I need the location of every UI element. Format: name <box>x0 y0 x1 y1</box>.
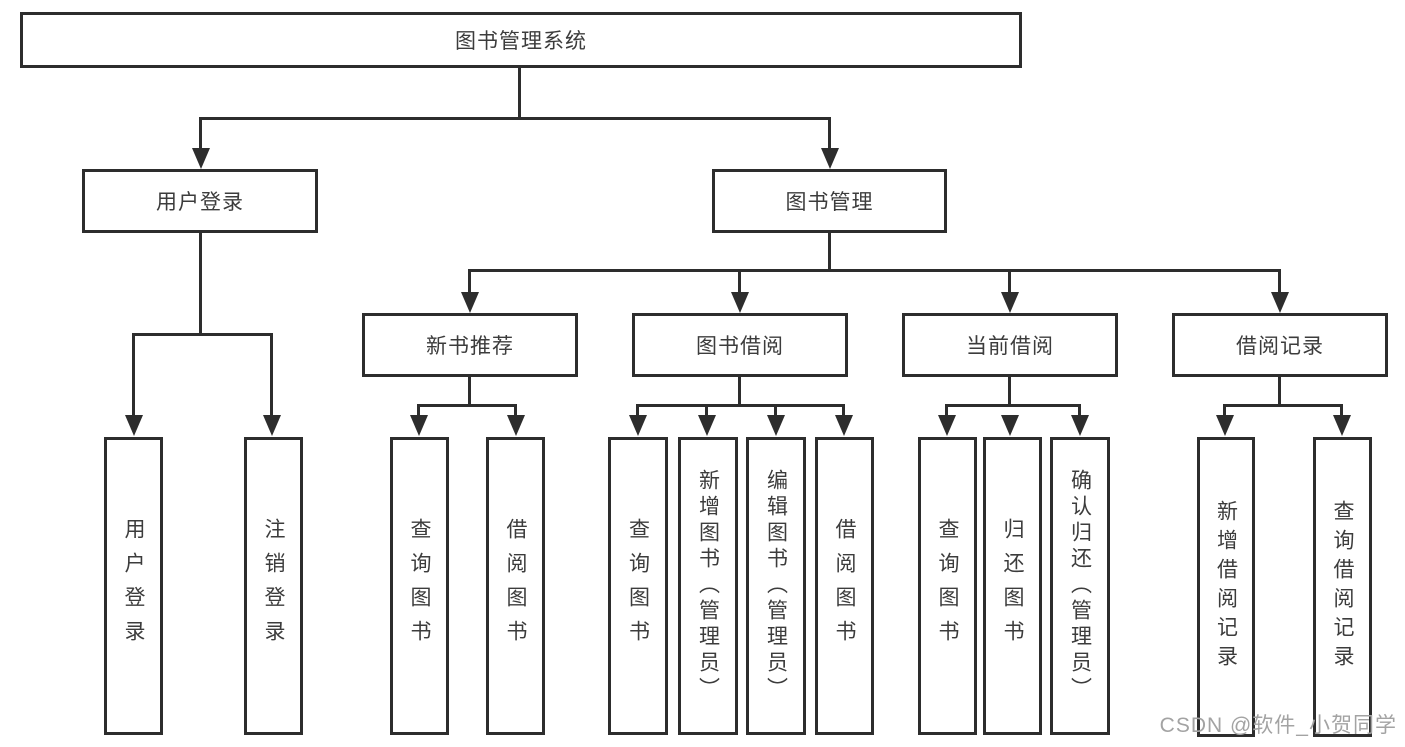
leaf-label: 确认归还（管理员） <box>1068 469 1092 703</box>
node-user-login: 用户登录 <box>82 169 318 233</box>
connector-line <box>705 404 708 418</box>
connector-line <box>774 404 777 418</box>
leaf-edit-books-admin: 编辑图书（管理员） <box>746 437 806 735</box>
leaf-label: 查询图书 <box>936 518 959 654</box>
connector-line <box>199 233 202 336</box>
connector-line <box>514 404 517 418</box>
leaf-label: 注销登录 <box>262 518 285 654</box>
arrowhead-down <box>461 292 479 313</box>
leaf-add-borrow-record: 新增借阅记录 <box>1197 437 1255 737</box>
arrowhead-down <box>821 148 839 169</box>
connector-line <box>1008 377 1011 407</box>
leaf-label: 用户登录 <box>122 518 145 654</box>
connector-line <box>417 404 517 407</box>
node-root-library-system: 图书管理系统 <box>20 12 1022 68</box>
node-label: 用户登录 <box>156 191 244 214</box>
connector-line <box>738 377 741 407</box>
node-label: 借阅记录 <box>1236 335 1324 358</box>
connector-line <box>738 269 741 295</box>
connector-line <box>468 377 471 407</box>
csdn-watermark: CSDN @软件_小贺同学 <box>1159 714 1397 737</box>
connector-line <box>1278 377 1281 407</box>
arrowhead-down <box>1001 415 1019 436</box>
connector-line <box>1078 404 1081 418</box>
node-label: 当前借阅 <box>966 335 1054 358</box>
connector-line <box>828 233 831 272</box>
connector-line <box>468 269 471 295</box>
connector-line <box>1278 269 1281 295</box>
leaf-query-books-2: 查询图书 <box>608 437 668 735</box>
leaf-label: 编辑图书（管理员） <box>764 469 788 703</box>
connector-line <box>1008 269 1011 295</box>
leaf-logout: 注销登录 <box>244 437 303 735</box>
leaf-borrow-books-2: 借阅图书 <box>815 437 874 735</box>
leaf-confirm-return-admin: 确认归还（管理员） <box>1050 437 1110 735</box>
leaf-add-books-admin: 新增图书（管理员） <box>678 437 738 735</box>
node-label: 图书管理系统 <box>455 30 587 53</box>
leaf-label: 归还图书 <box>1001 518 1024 654</box>
node-borrow-records: 借阅记录 <box>1172 313 1388 377</box>
arrowhead-down <box>1333 415 1351 436</box>
connector-line <box>468 269 1281 272</box>
connector-line <box>417 404 420 418</box>
leaf-user-login: 用户登录 <box>104 437 163 735</box>
arrowhead-down <box>1271 292 1289 313</box>
leaf-query-books-1: 查询图书 <box>390 437 449 735</box>
leaf-query-books-3: 查询图书 <box>918 437 977 735</box>
arrowhead-down <box>1071 415 1089 436</box>
node-label: 新书推荐 <box>426 335 514 358</box>
connector-line <box>1340 404 1343 418</box>
arrowhead-down <box>1216 415 1234 436</box>
node-current-borrow: 当前借阅 <box>902 313 1118 377</box>
leaf-label: 新增借阅记录 <box>1214 500 1238 674</box>
arrowhead-down <box>507 415 525 436</box>
connector-line <box>945 404 948 418</box>
connector-line <box>132 333 272 336</box>
leaf-query-borrow-record: 查询借阅记录 <box>1313 437 1372 737</box>
leaf-return-books: 归还图书 <box>983 437 1042 735</box>
arrowhead-down <box>263 415 281 436</box>
connector-line <box>270 333 273 418</box>
leaf-label: 借阅图书 <box>504 518 527 654</box>
connector-line <box>636 404 639 418</box>
connector-line <box>842 404 845 418</box>
connector-line <box>636 404 845 407</box>
node-label: 图书借阅 <box>696 335 784 358</box>
connector-line <box>945 404 1081 407</box>
leaf-label: 查询图书 <box>626 518 650 654</box>
connector-line <box>828 117 831 151</box>
arrowhead-down <box>767 415 785 436</box>
arrowhead-down <box>731 292 749 313</box>
arrowhead-down <box>629 415 647 436</box>
leaf-label: 新增图书（管理员） <box>696 469 720 703</box>
connector-line <box>132 333 135 418</box>
leaf-label: 借阅图书 <box>833 518 856 654</box>
node-book-management: 图书管理 <box>712 169 947 233</box>
connector-line <box>1223 404 1226 418</box>
leaf-label: 查询图书 <box>408 518 431 654</box>
arrowhead-down <box>938 415 956 436</box>
node-label: 图书管理 <box>785 191 874 214</box>
arrowhead-down <box>192 148 210 169</box>
arrowhead-down <box>125 415 143 436</box>
arrowhead-down <box>1001 292 1019 313</box>
node-new-book-recommend: 新书推荐 <box>362 313 578 377</box>
connector-line <box>518 68 521 119</box>
leaf-label: 查询借阅记录 <box>1331 500 1354 674</box>
connector-line <box>199 117 202 151</box>
arrowhead-down <box>835 415 853 436</box>
arrowhead-down <box>698 415 716 436</box>
connector-line <box>1223 404 1343 407</box>
arrowhead-down <box>410 415 428 436</box>
node-book-borrow: 图书借阅 <box>632 313 848 377</box>
leaf-borrow-books-1: 借阅图书 <box>486 437 545 735</box>
connector-line <box>199 117 831 120</box>
